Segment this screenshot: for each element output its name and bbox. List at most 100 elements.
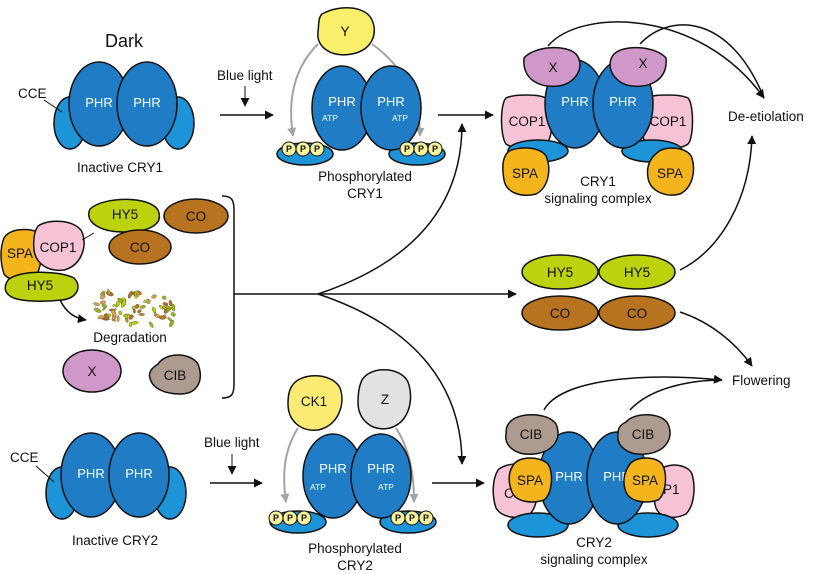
phr-domain-right [108,432,170,518]
spa-left [502,147,550,196]
degradation-fragment [94,307,102,313]
degradation-arrow [59,299,87,324]
phospho-label: P [301,513,307,523]
spa-label: SPA [517,473,543,488]
spa-left [508,457,553,503]
cce-tail-right [617,512,679,538]
hy5-label: HY5 [112,207,138,222]
cib-label: CIB [632,427,655,442]
degradation-fragment [137,309,142,314]
phospho-label: P [314,144,320,154]
x-to-deetiolation-arrow [547,21,765,99]
cop1-label: COP1 [509,114,546,129]
co-protein [163,198,229,234]
x-label: X [87,364,96,379]
degradation-fragment [103,313,110,320]
cib-left [505,414,559,455]
cry1-complex-label-2: signaling complex [544,191,652,206]
cop1-label: COP1 [40,240,77,255]
degradation-fragment [93,302,100,306]
cop1-label-partial: P1 [663,482,680,497]
atp-label: ATP [322,113,338,123]
phosphorylated-cry2: PHR PHR ATP ATP P P P P P P [268,433,437,534]
degradation-fragment [117,297,123,303]
hy5-label: HY5 [547,265,573,280]
phospho-label: P [432,144,438,154]
dark-label: Dark [105,31,144,51]
spa-right [646,147,695,196]
phr-domain-right [350,433,412,519]
degradation-fragment [151,294,157,299]
cib-to-flowering-curve [629,379,723,411]
degradation-fragment [164,308,168,314]
atp-label: ATP [392,113,408,123]
cry2-complex-label-2: signaling complex [540,552,648,567]
phospho-label: P [395,513,401,523]
phosphorylated-cry1: PHR PHR ATP ATP P P P P P P [276,65,446,166]
degradation-fragment [158,315,166,320]
phr-label: PHR [319,461,346,476]
flowering-label: Flowering [732,373,791,388]
phospho-label: P [300,144,306,154]
co-to-flowering-arrow [679,311,753,367]
phr-label: PHR [133,95,160,110]
degradation-fragment [170,312,176,317]
phosphorylated-cry2-label-2: CRY2 [337,558,373,573]
x-protein [62,349,122,393]
degradation-fragment [131,305,137,310]
degradation-fragment [116,315,120,323]
degradation-fragment [162,295,167,300]
spa-label: SPA [657,166,683,181]
co-protein [521,295,599,331]
ck1-phospho-arrow [280,427,299,503]
degradation-fragments [93,288,176,328]
degradation-fragment [100,294,106,300]
phospho-label: P [423,513,429,523]
inactive-cry1-label: Inactive CRY1 [77,160,163,175]
cry2-complex-label-1: CRY2 [576,535,612,550]
co-protein [598,295,676,331]
degradation-fragment [151,306,157,314]
phr-label: PHR [85,95,112,110]
degradation-fragment [131,321,139,325]
degradation-fragment [162,302,168,306]
phospho-label: P [409,513,415,523]
hy5-protein [4,271,79,302]
degradation-fragment [128,314,134,320]
degradation-fragment [97,315,104,320]
degradation-fragment [167,317,173,322]
y-label: Y [340,24,349,39]
degradation-fragment [107,288,111,296]
cry1-complex-label-1: CRY1 [580,174,616,189]
degradation-fragment [158,304,164,310]
degradation-fragment [101,304,107,308]
degradation-fragment [129,321,133,328]
to-cry1-complex-arrow [317,123,467,295]
phr-label: PHR [328,94,355,109]
blue-light-label: Blue light [204,435,260,450]
to-cry2-complex-arrow [317,293,467,465]
phr-label: PHR [609,94,636,109]
degradation-fragment [139,305,146,309]
phospho-label: P [418,144,424,154]
cry1-signaling-complex: COP1 COP1 PHR PHR X X SPA SPA [500,46,695,196]
degradation-fragment [169,319,174,328]
degradation-fragment [164,305,172,310]
ck1-kinase [287,375,343,431]
x-label: X [638,56,647,71]
degradation-fragment [138,313,145,316]
bracket [221,195,235,399]
degradation-fragment [111,309,117,318]
phosphorylated-cry1-label-2: CRY1 [347,186,383,201]
cce-label: CCE [18,86,47,101]
phr-label: PHR [125,466,152,481]
degradation-fragment [118,310,123,316]
x-to-deetiolation-curve [639,24,765,99]
x-label: X [548,60,557,75]
cop1-hy5-link [81,232,95,241]
degradation-fragment [127,290,133,299]
degradation-fragment [168,299,173,307]
phospho-label: P [404,144,410,154]
